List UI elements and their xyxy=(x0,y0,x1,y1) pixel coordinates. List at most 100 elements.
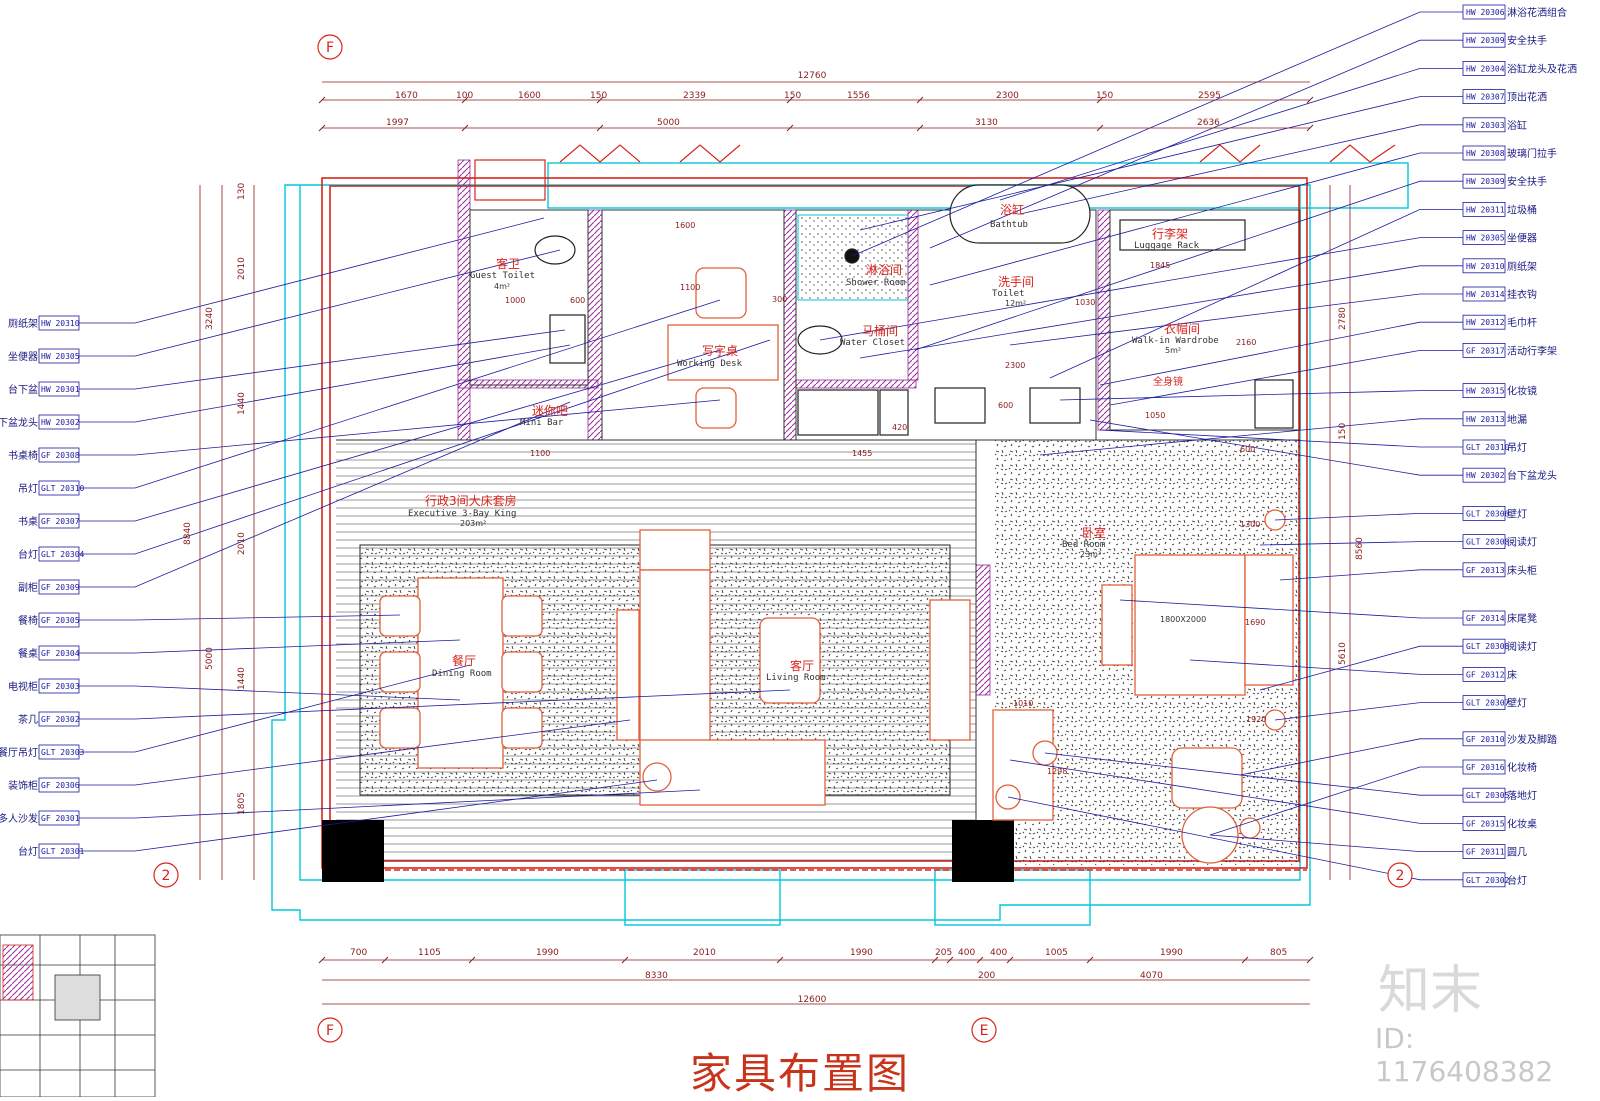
room-guest-toilet-en: Guest Toilet xyxy=(470,271,535,281)
bed-size: 1800X2000 xyxy=(1160,615,1206,624)
room-shower: 淋浴间 xyxy=(866,263,902,277)
room-dining: 餐厅 xyxy=(452,653,476,668)
leader-line xyxy=(1259,645,1463,691)
leader-line xyxy=(1209,834,1463,852)
leader-line xyxy=(1119,599,1463,619)
tag-code: GLT 20308 xyxy=(1466,538,1510,547)
dim-bot-total: 12600 xyxy=(798,995,827,1005)
dim-right-3: 5610 xyxy=(1338,642,1348,665)
leader-line xyxy=(1009,293,1463,346)
dim-right-2: 150 xyxy=(1338,423,1348,440)
tag-label: 垃圾桶 xyxy=(1507,203,1537,216)
watermark-logo: 知末 xyxy=(1378,961,1483,1021)
tag-box xyxy=(1462,32,1506,48)
dim-bot-11: 805 xyxy=(1270,948,1287,958)
room-guest-toilet: 客卫 xyxy=(496,256,520,271)
tag-code: HW 20302 xyxy=(41,418,80,427)
room-toilet-area: 12m² xyxy=(1005,299,1026,308)
room-toilet-en: Toilet xyxy=(992,289,1025,299)
tick-bot-7 xyxy=(976,956,984,964)
tag-code: GF 20311 xyxy=(1466,848,1505,857)
tag-label: 厕纸架 xyxy=(1507,260,1537,273)
interior-dim-9: 1050 xyxy=(1145,411,1165,420)
dimension-ticks xyxy=(318,96,1314,964)
tag-code: HW 20301 xyxy=(41,385,80,394)
tag-box xyxy=(1462,731,1506,747)
tag-box xyxy=(1462,610,1506,626)
leader-line xyxy=(1109,350,1463,406)
watermark-id: ID: 1176408382 xyxy=(1375,1022,1554,1088)
tag-box xyxy=(1462,638,1506,654)
dim-top-5: 2339 xyxy=(683,91,706,101)
tag-label: 活动行李架 xyxy=(1507,344,1557,357)
tag-code: HW 20302 xyxy=(1466,471,1505,480)
leader-line xyxy=(1259,541,1463,546)
tag-code: HW 20307 xyxy=(1466,93,1505,102)
suite-area: 203m² xyxy=(460,519,486,528)
tag-label: 餐桌 xyxy=(18,647,38,660)
dim-top-8: 2300 xyxy=(996,91,1019,101)
room-bathtub-en: Bathtub xyxy=(990,220,1028,230)
dim-top-1: 1670 xyxy=(395,91,418,101)
leader-line xyxy=(79,217,545,324)
tick-top-1 xyxy=(461,96,469,104)
tag-box xyxy=(1462,89,1506,104)
room-desk-en: Working Desk xyxy=(677,359,743,369)
room-bedroom: 卧室 xyxy=(1082,525,1106,540)
tag-code: GF 20313 xyxy=(1466,566,1505,575)
tick-top-0 xyxy=(318,96,326,104)
tag-box xyxy=(1462,342,1506,358)
left-leader-lines xyxy=(79,217,791,852)
tag-code: HW 20314 xyxy=(1466,290,1505,299)
leader-line xyxy=(79,339,771,555)
tag-box xyxy=(1462,872,1506,888)
room-mini-bar-en: Mini Bar xyxy=(520,418,564,428)
tick-top2-5 xyxy=(1096,124,1104,132)
room-desk: 写字桌 xyxy=(702,343,738,358)
tag-box xyxy=(38,414,80,430)
tag-code: GLT 20301 xyxy=(41,847,85,856)
tag-label: 台灯 xyxy=(18,548,38,561)
room-guest-toilet-area: 4m² xyxy=(494,282,510,291)
tag-label: 床 xyxy=(1507,668,1517,681)
tag-label: 餐厅吊灯 xyxy=(0,746,38,759)
tick-bot-3 xyxy=(621,956,629,964)
dim-left-4: 2010 xyxy=(237,532,247,555)
leader-line xyxy=(1007,796,1463,881)
dim-left-6: 1805 xyxy=(237,792,247,815)
tag-code: HW 20305 xyxy=(1466,234,1505,243)
tag-code: GLT 20307 xyxy=(1466,699,1510,708)
leader-line xyxy=(1009,759,1463,824)
dim-bot2-1: 8330 xyxy=(645,971,668,981)
axis-right-2: 2 xyxy=(1396,868,1405,884)
leader-line xyxy=(1239,738,1463,776)
tag-box xyxy=(38,678,80,694)
tick-top2-2 xyxy=(596,124,604,132)
leader-line xyxy=(1099,321,1463,386)
tag-code: GF 20314 xyxy=(1466,614,1505,623)
tag-label: 挂衣钩 xyxy=(1507,288,1537,301)
tag-box xyxy=(1462,4,1506,20)
dim-left-small: 130 xyxy=(237,183,247,200)
tag-code: GLT 20302 xyxy=(1466,876,1510,885)
room-partitions xyxy=(336,209,1301,870)
tag-code: HW 20306 xyxy=(1466,8,1505,17)
tick-top-2 xyxy=(596,96,604,104)
column-left xyxy=(322,820,384,882)
tag-box xyxy=(1462,816,1506,831)
tag-label: 台下盆 xyxy=(8,383,38,396)
dim-bot-9: 1005 xyxy=(1045,948,1068,958)
tag-box xyxy=(38,711,80,727)
